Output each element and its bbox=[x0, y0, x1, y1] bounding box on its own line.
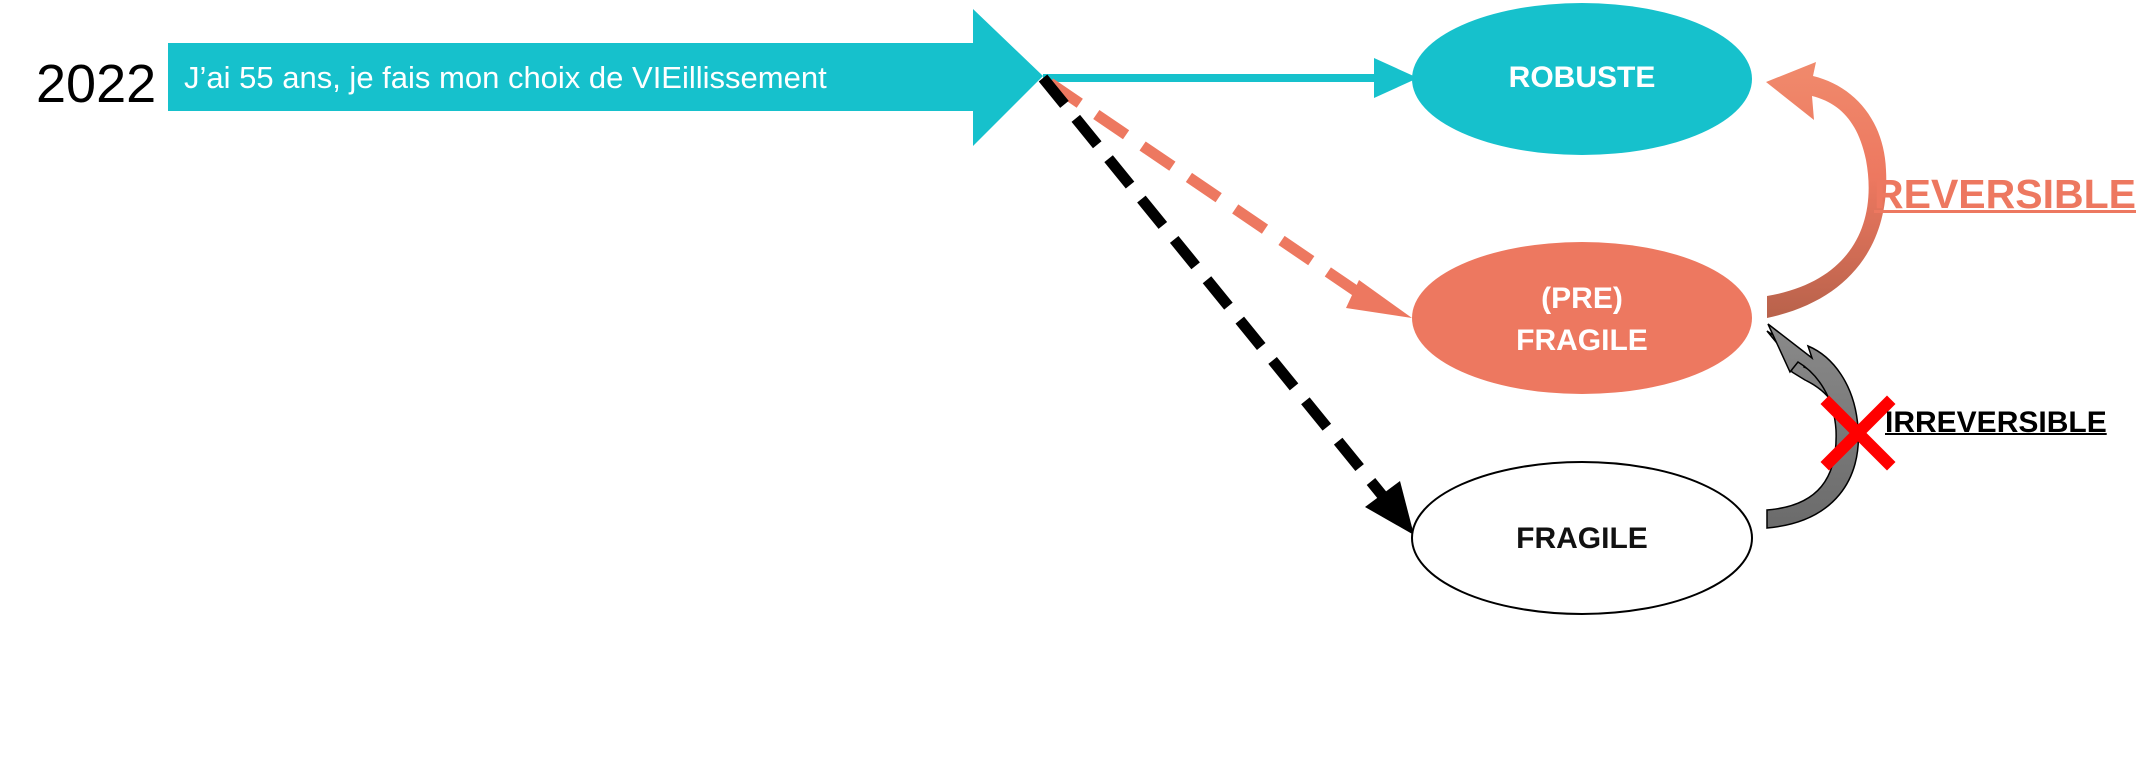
node-prefragile bbox=[1412, 242, 1752, 394]
year-label: 2022 bbox=[36, 54, 157, 114]
node-prefragile-label-line1: (PRE) bbox=[1541, 282, 1623, 315]
node-robuste bbox=[1412, 3, 1752, 155]
node-prefragile-label: (PRE) FRAGILE bbox=[1412, 278, 1752, 362]
reversible-label: REVERSIBLE bbox=[1874, 171, 2136, 217]
node-prefragile-label-line2: FRAGILE bbox=[1516, 324, 1648, 357]
banner-text: J’ai 55 ans, je fais mon choix de VIEill… bbox=[184, 60, 827, 95]
node-fragile bbox=[1411, 461, 1753, 615]
irreversible-curved-arrow-body bbox=[1766, 323, 1860, 529]
node-fragile-label: FRAGILE bbox=[1516, 522, 1648, 555]
banner-arrow bbox=[168, 9, 1043, 146]
x-mark-icon bbox=[1820, 395, 1896, 471]
node-robuste-label: ROBUSTE bbox=[1508, 61, 1656, 94]
arrow-to-prefragile bbox=[1046, 78, 1412, 318]
arrow-to-robuste bbox=[1043, 58, 1418, 98]
reversible-curved-arrow bbox=[1766, 62, 1887, 318]
irreversible-label: IRREVERSIBLE bbox=[1885, 406, 2107, 439]
arrow-to-fragile bbox=[1038, 74, 1414, 535]
